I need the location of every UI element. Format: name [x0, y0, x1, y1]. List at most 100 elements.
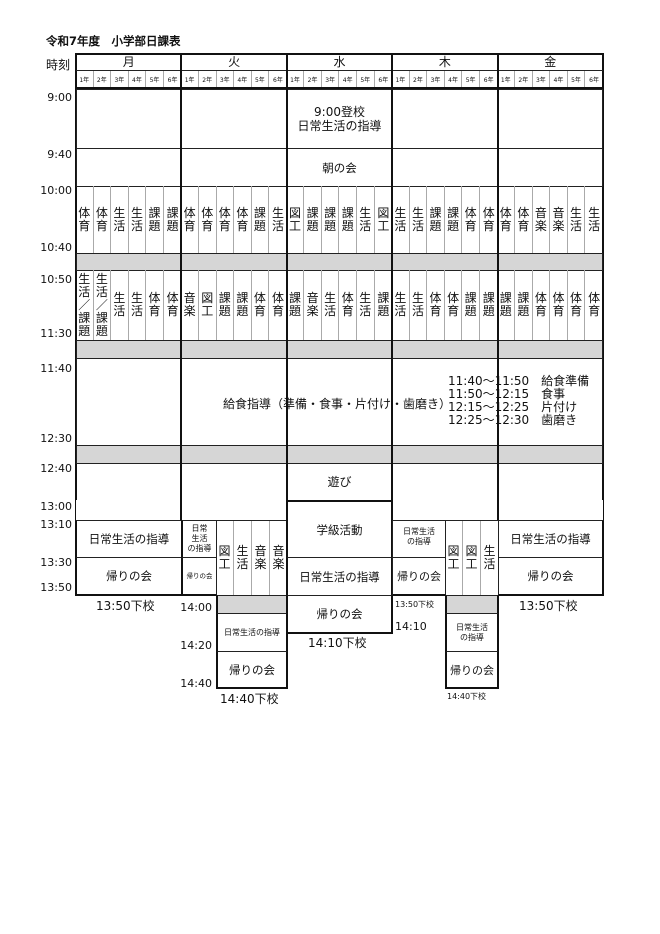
- time-label: 14:10: [395, 620, 427, 633]
- subject-cell: 体育: [339, 270, 357, 340]
- day-header: 火: [228, 55, 241, 69]
- subject-cell: 課題: [445, 186, 463, 253]
- subject-cell: 体育: [234, 186, 252, 253]
- subject-cell: 体育: [498, 186, 516, 253]
- subject-cell: 生活: [322, 270, 340, 340]
- day-header: 水: [333, 55, 346, 69]
- subject-cell: 体育: [252, 270, 270, 340]
- time-label: 12:30: [40, 432, 72, 445]
- grade-header: 3年: [533, 71, 551, 87]
- subject-cell: 図工: [463, 521, 481, 595]
- day-header: 金: [544, 55, 557, 69]
- time-label: 9:40: [47, 148, 72, 161]
- fri-homeroom-end: 帰りの会: [498, 557, 604, 596]
- subject-cell: 体育: [445, 270, 463, 340]
- subject-cell: 生活: [410, 270, 428, 340]
- thu-break: [445, 595, 499, 614]
- subject-cell: 課題: [515, 270, 533, 340]
- subject-cell: 体育: [462, 186, 480, 253]
- subject-cell: 課題: [234, 270, 252, 340]
- grade-header: 2年: [304, 71, 322, 87]
- subject-cell: 生活: [129, 270, 147, 340]
- grade-header: 2年: [515, 71, 533, 87]
- grade-header: 5年: [146, 71, 164, 87]
- grade-header: 5年: [568, 71, 586, 87]
- subject-cell: 生活: [111, 270, 129, 340]
- subject-cell: 体育: [94, 186, 112, 253]
- subject-cell: 体育: [271, 291, 284, 318]
- grade-header: 3年: [322, 71, 340, 87]
- subject-cell: 体育: [217, 186, 235, 253]
- play-label: 遊び: [327, 475, 352, 489]
- time-label: 13:10: [40, 518, 72, 531]
- subject-cell: 音楽: [272, 544, 285, 571]
- time-label: 10:40: [40, 241, 72, 254]
- thu-late-homeroom-end: 帰りの会: [445, 651, 499, 689]
- subject-cell: 体育: [76, 186, 94, 253]
- grade-header: 6年: [273, 76, 283, 84]
- subject-cell: 生活: [234, 521, 252, 595]
- break-2: [76, 340, 603, 359]
- tue-break: [216, 595, 288, 614]
- subject-cell: 生活: [357, 270, 375, 340]
- subject-cell: 生活／課題: [76, 270, 94, 340]
- grade-header: 6年: [589, 76, 599, 84]
- grade-header: 2年: [94, 71, 112, 87]
- tue-afternoon-subjects: 図工生活音楽音楽: [216, 520, 287, 596]
- tue-late-homeroom-end: 帰りの会: [216, 651, 288, 689]
- subject-cell: 体育: [146, 270, 164, 340]
- grade-header: 4年: [339, 71, 357, 87]
- subject-cell: 生活／課題: [94, 270, 112, 340]
- divider: [391, 53, 393, 501]
- subject-cell: 生活: [357, 186, 375, 253]
- time-label: 9:00: [47, 91, 72, 104]
- grade-header: 3年: [217, 71, 235, 87]
- wed-class-activity: 学級活動: [286, 500, 393, 558]
- thu-dismissal: 14:40下校: [447, 692, 487, 701]
- day-header: 木: [438, 55, 451, 69]
- subject-cell: 生活: [410, 186, 428, 253]
- subject-cell: 課題: [462, 270, 480, 340]
- grade-header: 4年: [129, 71, 147, 87]
- subject-cell: 生活: [392, 186, 410, 253]
- time-label: 10:50: [40, 273, 72, 286]
- break-3: [76, 445, 603, 464]
- subject-cell: 体育: [533, 270, 551, 340]
- thu-daily-guidance: 日常生活 の指導: [392, 520, 446, 558]
- grade-header: 4年: [550, 71, 568, 87]
- lunch-schedule-item: 12:15〜12:25 片付け: [448, 400, 578, 414]
- subject-cell: 体育: [588, 291, 601, 318]
- grade-header: 3年: [427, 71, 445, 87]
- subject-cell: 課題: [377, 291, 390, 318]
- wed-daily-guidance: 日常生活の指導: [286, 557, 393, 596]
- time-label: 13:30: [40, 556, 72, 569]
- grade-header: 6年: [483, 76, 494, 84]
- subject-cell: 課題: [304, 186, 322, 253]
- subject-cell: 課題: [427, 186, 445, 253]
- grade-header: 1年: [287, 71, 305, 87]
- morning-meeting: 朝の会: [76, 148, 603, 187]
- subject-cell: 図工: [287, 186, 305, 253]
- subject-cell: 音楽: [550, 186, 568, 253]
- subject-cell: 音楽: [181, 270, 199, 340]
- play-time: 遊び: [76, 463, 603, 501]
- divider: [286, 53, 288, 501]
- day-header: 月: [122, 55, 135, 69]
- subject-cell: 生活: [129, 186, 147, 253]
- divider: [497, 53, 499, 521]
- tue-late-daily-guidance: 日常生活の指導: [216, 613, 288, 652]
- subject-cell: 課題: [322, 186, 340, 253]
- subject-cell: 音楽: [304, 270, 322, 340]
- subject-cell: 体育: [550, 270, 568, 340]
- subject-cell: 生活: [568, 186, 586, 253]
- subject-cell: 課題: [482, 291, 495, 318]
- lunch-title: 給食指導（準備・食事・片付け・歯磨き）: [223, 397, 452, 411]
- tue-daily-guidance: 日常 生活 の指導: [181, 520, 217, 558]
- grade-header: 1年: [498, 71, 516, 87]
- arrival-time: 9:00登校: [314, 105, 365, 119]
- subject-cell: 課題: [252, 186, 270, 253]
- subject-cell: 体育: [199, 186, 217, 253]
